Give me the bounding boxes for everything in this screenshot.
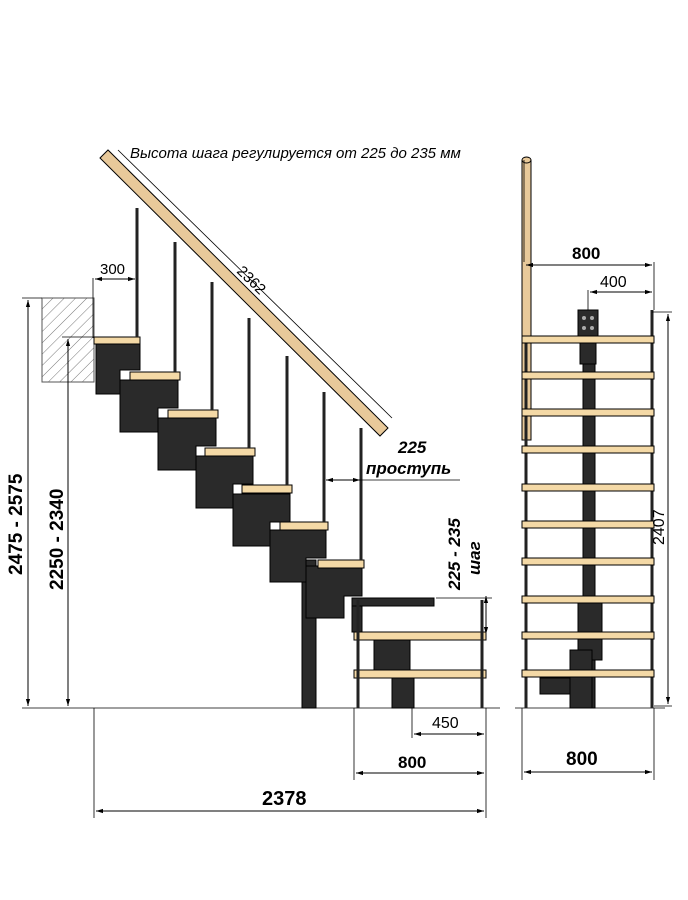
baluster-offset-dimension: 300 — [92, 261, 138, 340]
step-height-dimension: 225 - 235 шаг — [436, 518, 492, 634]
side-width-bottom-dimension: 800 — [521, 708, 655, 780]
floor-height-dimension: 2250 - 2340 — [47, 336, 94, 706]
side-height-label: 2407 — [651, 509, 668, 545]
side-width-top-dimension: 800 — [523, 160, 655, 310]
front-view-stairs — [521, 156, 655, 709]
side-view-stairs — [93, 149, 487, 709]
step-height-word: шаг — [465, 541, 484, 575]
landing-half-dimension: 450 — [411, 708, 487, 738]
total-height-label: 2475 - 2575 — [6, 473, 27, 575]
tread-depth-dimension: 225 проступь — [326, 438, 460, 483]
floor-height-label: 2250 - 2340 — [47, 489, 68, 590]
landing-width-dimension: 800 — [353, 708, 487, 780]
side-half-dimension: 400 — [587, 274, 652, 310]
total-height-dimension: 2475 - 2575 — [6, 297, 42, 706]
tread-depth-word: проступь — [366, 459, 451, 478]
side-half-label: 400 — [600, 274, 627, 291]
side-width-bottom-label: 800 — [566, 749, 598, 770]
side-width-top-label: 800 — [572, 244, 600, 263]
landing-half-label: 450 — [432, 715, 459, 732]
landing-width-label: 800 — [398, 753, 426, 772]
side-height-dimension: 2407 — [651, 311, 672, 707]
step-height-label: 225 - 235 — [445, 518, 464, 591]
total-length-dimension: 2378 — [93, 708, 487, 818]
total-length-label: 2378 — [262, 788, 307, 810]
tread-depth-label: 225 — [397, 438, 427, 457]
adjustment-note: Высота шага регулируется от 225 до 235 м… — [130, 145, 461, 162]
baluster-offset-label: 300 — [100, 261, 125, 278]
